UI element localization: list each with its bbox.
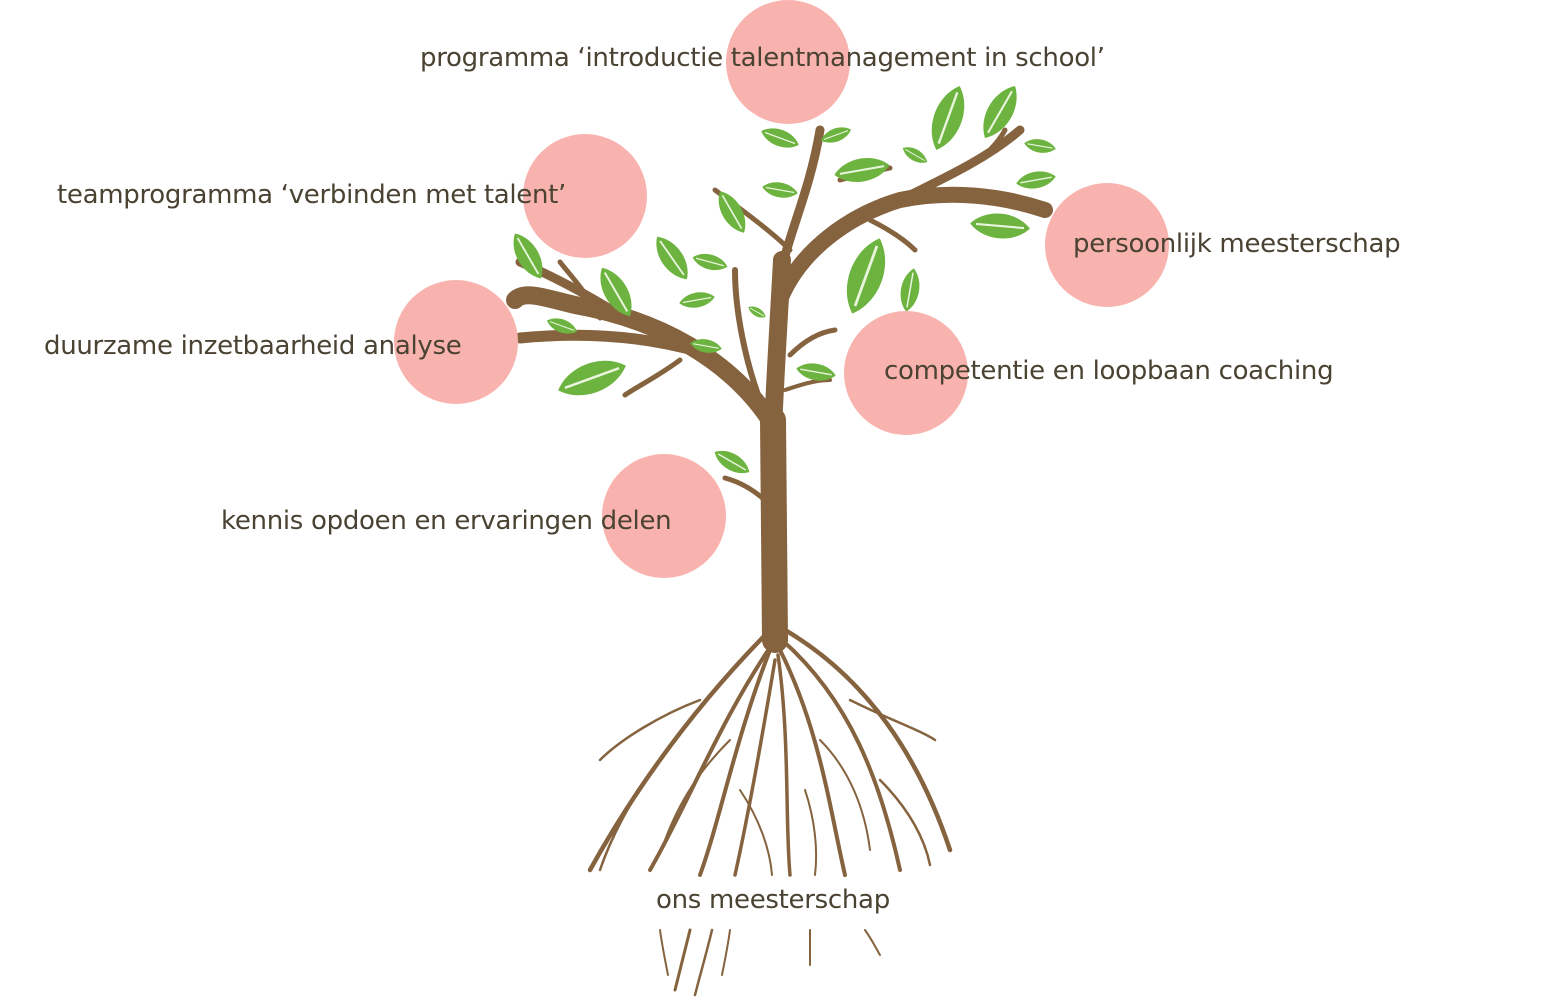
branch-inner bbox=[732, 267, 763, 403]
leaf-18 bbox=[546, 318, 578, 334]
leaf-14 bbox=[748, 306, 766, 318]
branch-right-twig bbox=[977, 127, 1008, 163]
label-duurzame-inzetbaarheid: duurzame inzetbaarheid analyse bbox=[44, 331, 462, 361]
leaf-9 bbox=[762, 182, 798, 198]
leaf-5 bbox=[902, 147, 928, 163]
label-programma: programma ‘introductie talentmanagement … bbox=[420, 43, 1105, 73]
leaf-11 bbox=[656, 236, 688, 280]
highlight-circles bbox=[394, 0, 1169, 578]
root-13 bbox=[819, 739, 871, 851]
tree-icon bbox=[506, 125, 1053, 653]
leaf-6 bbox=[834, 158, 890, 182]
root-5 bbox=[778, 648, 847, 877]
circle-kennis bbox=[602, 454, 726, 578]
root-17 bbox=[693, 928, 714, 997]
label-competentie-coaching: competentie en loopbaan coaching bbox=[884, 356, 1334, 386]
root-12 bbox=[664, 739, 731, 841]
leaf-8 bbox=[761, 128, 799, 148]
branch-right-mid bbox=[867, 217, 918, 253]
leaf-4 bbox=[970, 213, 1030, 239]
leaf-22 bbox=[796, 363, 836, 381]
circle-persoonlijk bbox=[1045, 183, 1169, 307]
roots-icon bbox=[587, 622, 953, 997]
branch-left-main bbox=[506, 286, 779, 429]
leaf-21 bbox=[900, 268, 920, 312]
root-10 bbox=[848, 698, 937, 742]
label-kennis-opdoen: kennis opdoen en ervaringen delen bbox=[221, 506, 672, 536]
label-persoonlijk-meesterschap: persoonlijk meesterschap bbox=[1073, 229, 1401, 259]
root-7 bbox=[782, 627, 953, 853]
circle-programma bbox=[726, 0, 850, 124]
leaf-19 bbox=[558, 360, 626, 396]
leaf-17 bbox=[600, 267, 632, 317]
root-3 bbox=[733, 658, 777, 877]
leaf-3 bbox=[1016, 171, 1056, 189]
circle-teamprogramma bbox=[523, 134, 647, 258]
root-21 bbox=[721, 929, 731, 976]
root-15 bbox=[804, 789, 818, 876]
label-ons-meesterschap: ons meesterschap bbox=[656, 885, 890, 915]
root-20 bbox=[864, 929, 881, 956]
tree-trunk bbox=[760, 407, 788, 653]
root-16 bbox=[673, 928, 692, 992]
branch-left-twig2 bbox=[622, 357, 683, 398]
leaf-23 bbox=[714, 450, 750, 474]
root-6 bbox=[780, 638, 902, 872]
circle-competentie bbox=[844, 311, 968, 435]
branch-middle bbox=[775, 125, 825, 280]
leaf-10 bbox=[718, 191, 746, 233]
leaf-0 bbox=[931, 86, 965, 150]
circle-duurzame bbox=[394, 280, 518, 404]
root-18 bbox=[659, 929, 669, 976]
branch-left-twig bbox=[557, 259, 603, 321]
branch-right-low bbox=[787, 327, 838, 358]
root-1 bbox=[648, 638, 777, 872]
root-8 bbox=[598, 698, 702, 762]
label-teamprogramma: teamprogramma ‘verbinden met talent’ bbox=[57, 180, 567, 210]
leaf-13 bbox=[679, 292, 715, 308]
leaf-12 bbox=[692, 253, 728, 271]
root-14 bbox=[739, 789, 773, 876]
leaf-icon bbox=[513, 86, 1056, 474]
leaf-2 bbox=[1024, 139, 1056, 153]
branch-left-low bbox=[514, 329, 706, 358]
root-0 bbox=[587, 622, 778, 873]
root-9 bbox=[598, 758, 662, 872]
leaf-15 bbox=[690, 339, 722, 353]
leaf-7 bbox=[820, 127, 852, 143]
leaf-16 bbox=[513, 233, 543, 279]
branch-right-low2 bbox=[783, 378, 832, 392]
root-11 bbox=[878, 778, 932, 867]
branch-right-upper bbox=[895, 125, 1025, 205]
root-4 bbox=[776, 653, 792, 877]
leaf-1 bbox=[983, 86, 1017, 138]
root-2 bbox=[698, 648, 772, 877]
leaf-20 bbox=[846, 238, 886, 314]
branch-lower-twig bbox=[722, 475, 773, 508]
